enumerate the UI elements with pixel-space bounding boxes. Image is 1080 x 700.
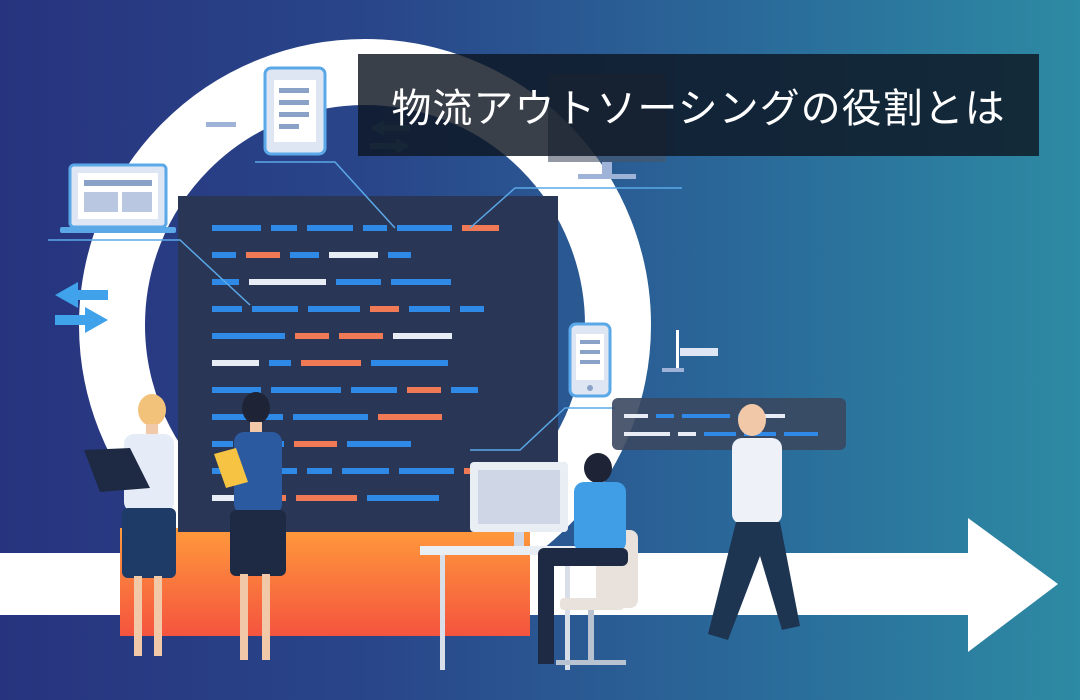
- desktop-monitor: [470, 462, 568, 546]
- code-line-segment: [307, 225, 353, 231]
- code-line-segment: [246, 252, 280, 258]
- code-bubble: [612, 398, 846, 450]
- code-line-segment: [391, 279, 451, 285]
- code-line-segment: [294, 441, 337, 447]
- page-title: 物流アウトソーシングの役割とは: [391, 86, 1006, 132]
- code-line-segment: [371, 360, 448, 366]
- code-line-segment: [409, 306, 450, 312]
- code-line-segment: [271, 225, 297, 231]
- code-line-segment: [295, 333, 329, 339]
- code-line-segment: [212, 333, 285, 339]
- code-line-segment: [249, 279, 326, 285]
- code-line-segment: [407, 387, 441, 393]
- bubble-code-segment: [784, 432, 818, 436]
- right-arrow-icon: [968, 518, 1058, 652]
- code-line-segment: [397, 225, 452, 231]
- tablet-icon: [263, 66, 327, 156]
- bubble-code-segment: [682, 414, 730, 418]
- code-line-segment: [399, 468, 454, 474]
- code-line-segment: [301, 360, 361, 366]
- code-line-segment: [460, 306, 484, 312]
- code-line-segment: [367, 495, 439, 501]
- bubble-code-segment: [744, 432, 776, 436]
- code-line-segment: [363, 225, 387, 231]
- code-line-segment: [252, 306, 298, 312]
- bubble-code-segment: [765, 414, 785, 418]
- dash-mark: [206, 122, 236, 127]
- code-line-segment: [271, 387, 341, 393]
- code-line-segment: [293, 414, 368, 420]
- smartphone-icon: [568, 322, 612, 398]
- code-line-segment: [307, 468, 332, 474]
- code-line-segment: [342, 468, 389, 474]
- connector-lines: [48, 161, 682, 451]
- code-line-segment: [290, 252, 319, 258]
- code-line-segment: [370, 306, 399, 312]
- code-line-segment: [308, 306, 360, 312]
- code-line-segment: [212, 360, 259, 366]
- mini-chart-icon: [662, 330, 718, 372]
- stage-platform: [120, 528, 530, 636]
- code-line-segment: [347, 441, 411, 447]
- bubble-code-segment: [704, 432, 736, 436]
- code-line-segment: [212, 495, 247, 501]
- code-line-segment: [212, 387, 261, 393]
- code-line-segment: [388, 252, 411, 258]
- code-line-segment: [212, 252, 236, 258]
- code-line-segment: [212, 306, 242, 312]
- person-man-walking: [708, 404, 800, 640]
- bubble-code-segment: [624, 414, 648, 418]
- laptop-icon: [60, 163, 176, 233]
- code-line-segment: [212, 441, 233, 447]
- code-line-segment: [336, 279, 381, 285]
- code-line-segment: [339, 333, 383, 339]
- code-line-segment: [393, 333, 452, 339]
- bubble-code-segment: [656, 414, 674, 418]
- code-line-segment: [462, 225, 499, 231]
- title-banner: 物流アウトソーシングの役割とは: [358, 54, 1039, 156]
- person-woman-laptop: [84, 394, 176, 656]
- code-line-segment: [269, 360, 291, 366]
- code-line-segment: [212, 225, 261, 231]
- code-line-segment: [378, 414, 442, 420]
- bubble-code-segment: [624, 432, 670, 436]
- code-line-segment: [296, 495, 357, 501]
- exchange-arrows-icon: [55, 282, 108, 333]
- code-line-segment: [451, 387, 478, 393]
- code-line-segment: [329, 252, 378, 258]
- person-woman-tablet: [214, 392, 286, 660]
- person-man-seated: [538, 453, 628, 664]
- lightbulb-icon: [599, 240, 635, 294]
- desk: [420, 546, 590, 670]
- code-line-segment: [351, 387, 397, 393]
- bubble-code-segment: [678, 432, 696, 436]
